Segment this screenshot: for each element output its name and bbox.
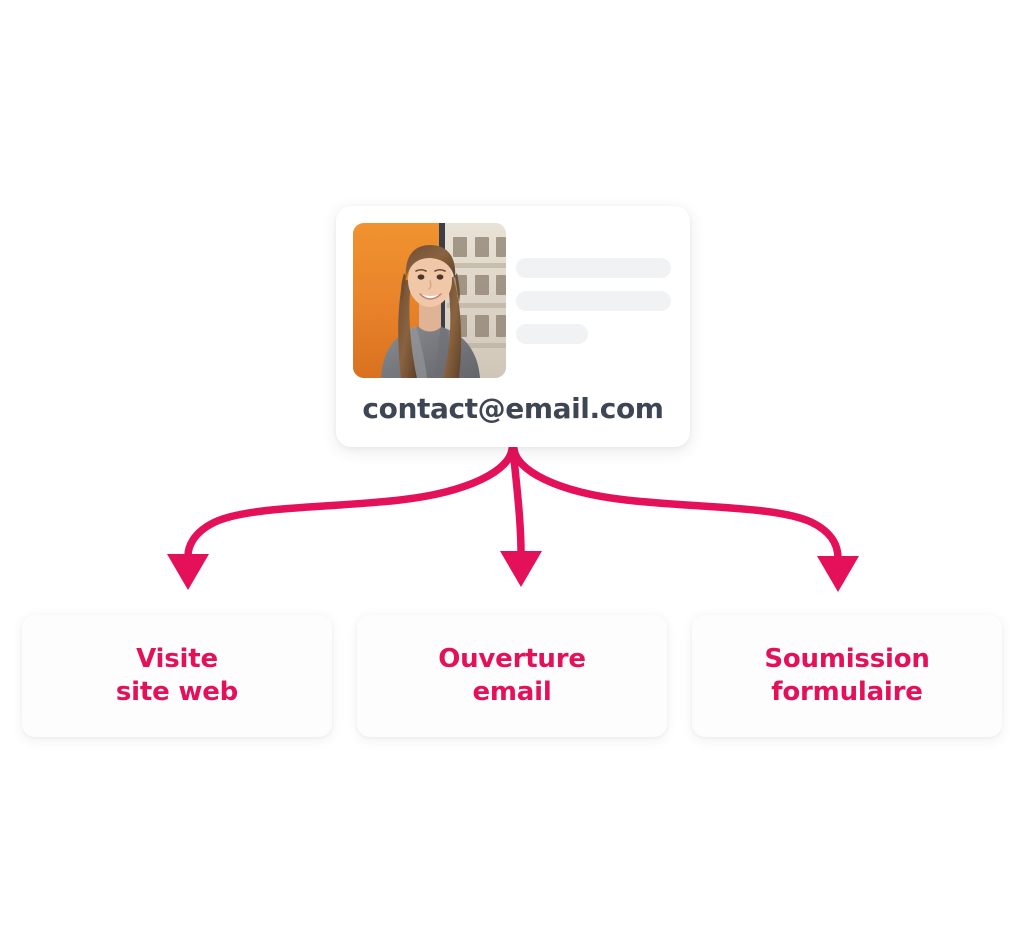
avatar <box>353 223 506 378</box>
outcome-label-line1: Visite <box>136 643 218 674</box>
arrowhead-right <box>817 556 859 592</box>
outcome-box-visite-site-web[interactable]: Visite site web <box>22 615 332 737</box>
arrow-path-right <box>510 445 842 562</box>
outcome-label: Ouverture email <box>438 643 586 710</box>
outcome-label-line2: email <box>472 677 552 707</box>
placeholder-bar <box>516 291 671 311</box>
placeholder-bar <box>516 324 588 344</box>
arrow-path-left <box>184 445 516 560</box>
arrow-path-middle <box>509 445 525 557</box>
outcome-box-ouverture-email[interactable]: Ouverture email <box>357 615 667 737</box>
placeholder-bar <box>516 258 671 278</box>
outcome-label-line2: site web <box>115 677 239 707</box>
outcome-label-line1: Soumission <box>764 643 930 674</box>
arrowhead-left <box>167 554 209 590</box>
contact-card[interactable]: contact@email.com <box>336 206 690 447</box>
avatar-photo-icon <box>353 223 506 378</box>
outcome-label: Soumission formulaire <box>764 643 930 710</box>
placeholder-lines <box>516 258 674 344</box>
outcome-label-line2: formulaire <box>771 677 923 707</box>
outcome-box-soumission-formulaire[interactable]: Soumission formulaire <box>692 615 1002 737</box>
contact-email: contact@email.com <box>362 392 664 425</box>
outcome-label: Visite site web <box>116 643 238 710</box>
outcome-label-line1: Ouverture <box>438 643 586 674</box>
arrowhead-middle <box>500 551 542 587</box>
